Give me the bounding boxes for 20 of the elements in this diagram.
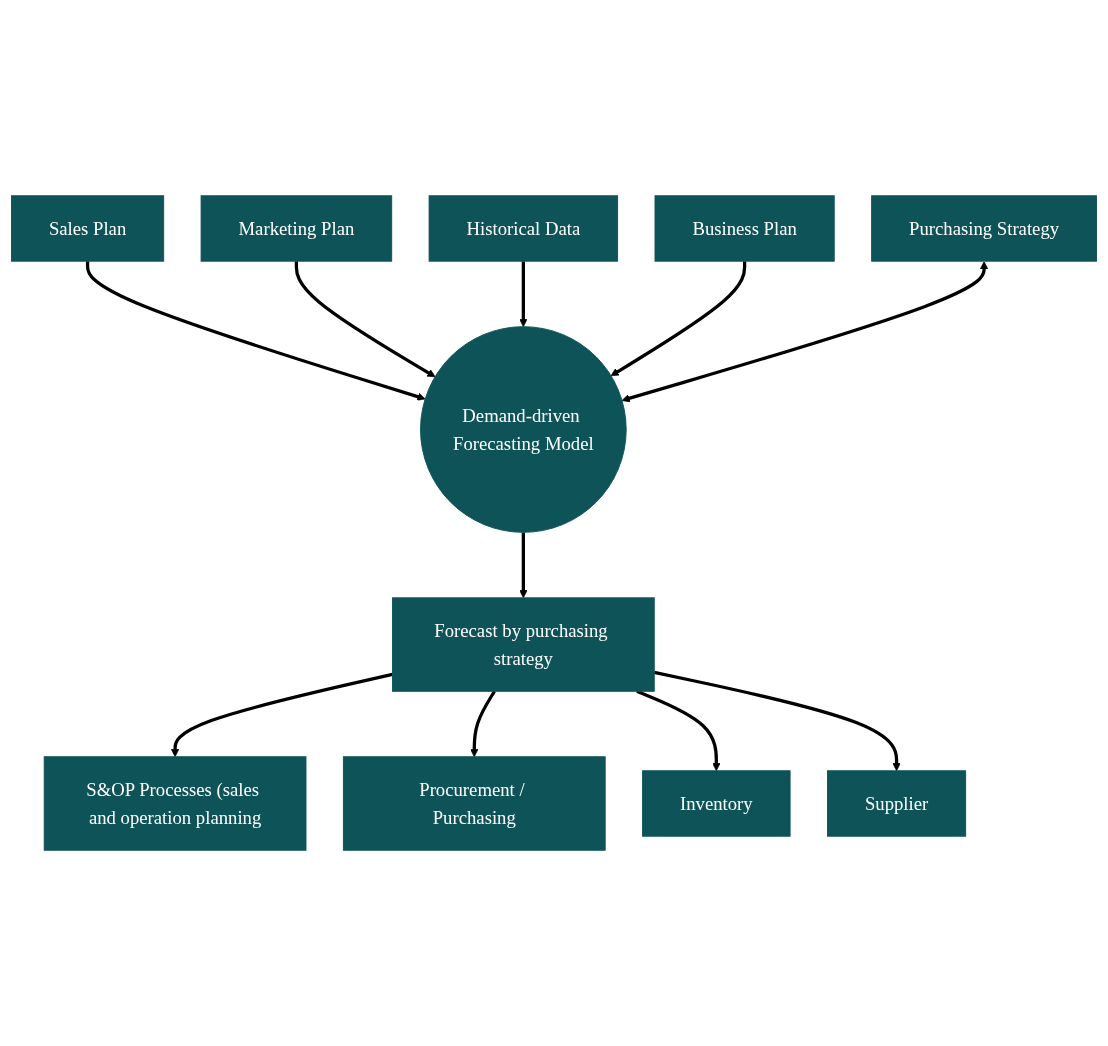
node-box: Purchasing Strategy bbox=[871, 195, 1097, 262]
arrow bbox=[610, 261, 747, 377]
arrow bbox=[470, 690, 496, 758]
node-box: S&OP Processes (sales and operation planning bbox=[43, 756, 307, 851]
arrow bbox=[621, 261, 989, 403]
arrow bbox=[294, 261, 436, 378]
node-box: Sales Plan bbox=[11, 195, 165, 262]
arrow bbox=[653, 670, 901, 772]
arrow bbox=[85, 261, 426, 401]
arrow bbox=[519, 532, 528, 599]
node-box: Marketing Plan bbox=[200, 195, 393, 262]
node-box: Forecast by purchasing strategy bbox=[392, 597, 655, 692]
node-box: Procurement / Purchasing bbox=[342, 756, 606, 851]
node-box: Supplier bbox=[827, 770, 967, 837]
arrow bbox=[170, 672, 393, 758]
node-box: Business Plan bbox=[654, 195, 835, 262]
node-circle: Demand-driven Forecasting Model bbox=[420, 326, 627, 533]
node-box: Inventory bbox=[642, 770, 791, 837]
node-box: Historical Data bbox=[428, 195, 619, 262]
arrow bbox=[519, 261, 528, 328]
